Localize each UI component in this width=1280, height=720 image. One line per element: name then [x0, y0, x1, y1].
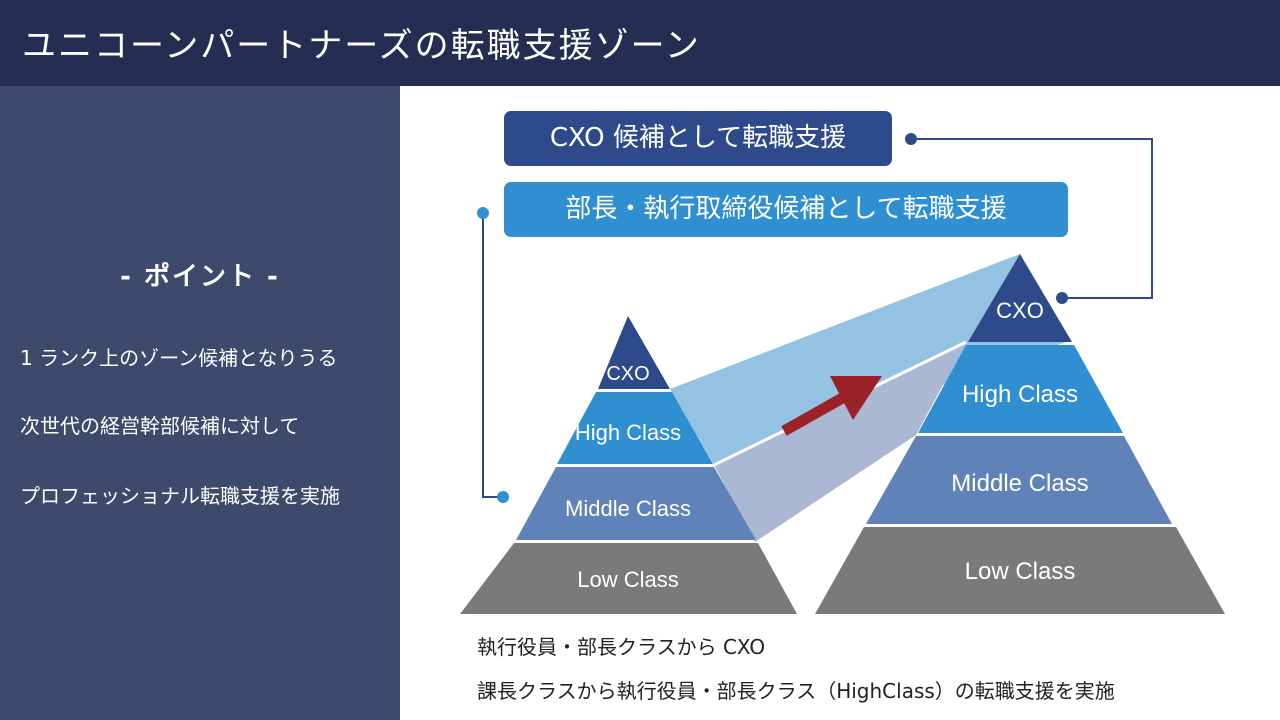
bucho-connector-dot-top	[477, 207, 489, 219]
cxo-connector-dot-top	[905, 133, 917, 145]
bucho-candidate-box: 部長・執行取締役候補として転職支援	[504, 182, 1068, 237]
header-bar: ユニコーンパートナーズの転職支援ゾーン	[0, 0, 1280, 86]
left-label-low: Low Class	[577, 567, 678, 592]
bucho-connector-line	[482, 213, 503, 498]
right-level-middle	[866, 436, 1172, 524]
left-label-cxo: CXO	[606, 363, 649, 385]
cxo-connector-line	[911, 138, 1153, 299]
right-label-high: High Class	[962, 381, 1078, 408]
right-level-low	[815, 527, 1225, 614]
right-level-cxo	[968, 254, 1072, 342]
page-title: ユニコーンパートナーズの転職支援ゾーン	[22, 26, 701, 66]
left-label-middle: Middle Class	[565, 496, 691, 521]
right-label-low: Low Class	[965, 558, 1076, 585]
diagram-area: CXO High Class Middle Class Low Class CX…	[400, 86, 1280, 720]
points-heading: - ポイント -	[120, 262, 280, 292]
cxo-projection-band	[670, 254, 1066, 465]
right-label-cxo: CXO	[996, 298, 1044, 323]
left-level-cxo	[598, 316, 670, 389]
right-level-high	[918, 345, 1123, 433]
cxo-candidate-box: CXO 候補として転職支援	[504, 111, 892, 166]
point-line-2: 次世代の経営幹部候補に対して	[20, 414, 300, 438]
point-line-3: プロフェッショナル転職支援を実施	[20, 484, 340, 508]
left-level-low	[460, 543, 797, 614]
caption-line-1: 執行役員・部長クラスから CXO	[477, 635, 766, 659]
bucho-connector-dot-bottom	[497, 491, 509, 503]
pyramid-diagram: CXO High Class Middle Class Low Class CX…	[460, 133, 1225, 614]
sidebar-panel: - ポイント - 1 ランク上のゾーン候補となりうる 次世代の経営幹部候補に対し…	[0, 86, 400, 720]
point-line-1: 1 ランク上のゾーン候補となりうる	[20, 346, 338, 370]
promotion-arrow-head	[830, 376, 882, 420]
left-level-high	[557, 392, 713, 464]
cxo-connector-dot-bottom	[1056, 292, 1068, 304]
promotion-arrow-shaft	[781, 391, 849, 436]
left-level-middle	[516, 467, 756, 540]
right-label-middle: Middle Class	[951, 470, 1088, 497]
high-projection-band	[714, 342, 966, 542]
caption-line-2: 課長クラスから執行役員・部長クラス（HighClass）の転職支援を実施	[477, 679, 1115, 703]
left-label-high: High Class	[575, 420, 681, 445]
